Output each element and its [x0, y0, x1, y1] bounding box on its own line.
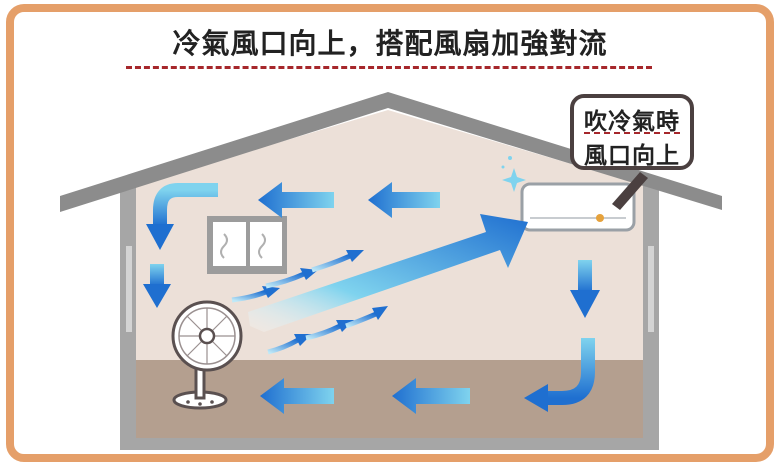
window-icon [207, 216, 287, 274]
airflow-arrow-icon [248, 214, 528, 332]
bubble-divider [584, 132, 680, 134]
airflow-arrow-icon [311, 250, 364, 273]
base [120, 438, 659, 450]
airflow-arrow-icon [260, 378, 334, 414]
airflow-arrow-icon [146, 183, 218, 250]
airflow-arrow-icon [570, 260, 600, 318]
airflow-arrow-icon [143, 264, 171, 308]
airflow-arrow-icon [392, 378, 470, 414]
airflow-arrow-icon [524, 338, 595, 412]
airflow-arrow-icon [368, 182, 440, 218]
airflow-arrow-icon [258, 182, 334, 218]
airflow-arrow-icon [345, 306, 388, 329]
air-conditioner-icon [520, 172, 648, 232]
bubble-line-2: 風口向上 [584, 143, 680, 169]
fan-icon [171, 300, 243, 410]
speech-bubble: 吹冷氣時 風口向上 [570, 94, 694, 170]
bubble-line-1: 吹冷氣時 [584, 109, 680, 135]
airflow-arrow-icon [231, 286, 280, 303]
page-title: 冷氣風口向上，搭配風扇加強對流 [172, 27, 608, 60]
sparkle-icon [501, 156, 526, 192]
title-underline [126, 66, 652, 69]
